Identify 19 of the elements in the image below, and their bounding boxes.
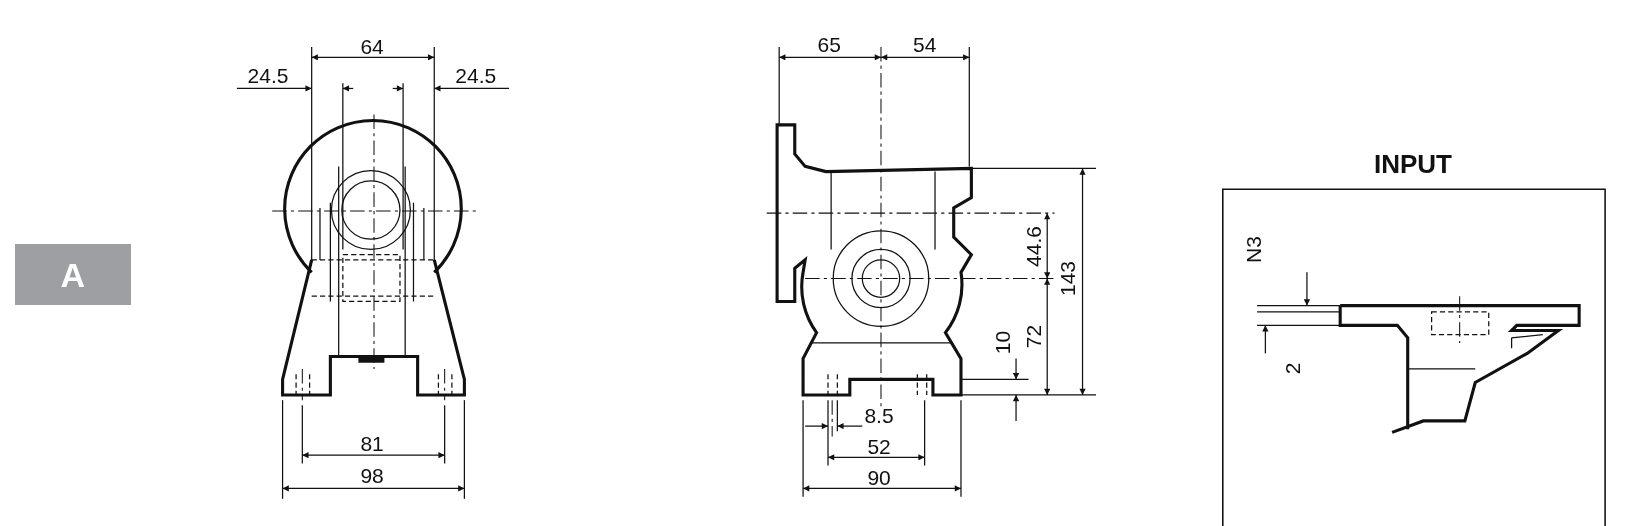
dimension-value: 98: [360, 465, 384, 487]
dimension-value: 10: [992, 331, 1014, 355]
dimension-value: 52: [867, 436, 891, 458]
detail-heading: INPUT: [1373, 151, 1452, 178]
dimension-value: 54: [913, 34, 937, 56]
dimension-value: 64: [360, 36, 384, 58]
dimension-value: 72: [1023, 324, 1045, 349]
dimension-value: 2: [1282, 362, 1304, 375]
dimension-value: 8.5: [864, 405, 894, 427]
dimension-value: 24.5: [247, 65, 289, 87]
dimension-value: 81: [360, 433, 384, 455]
detail-frame: [1222, 188, 1606, 526]
dimension-value: 65: [817, 34, 841, 56]
dimension-value: 44.6: [1023, 225, 1045, 267]
dimension-value: 143: [1057, 260, 1079, 296]
dimension-value: 24.5: [455, 65, 497, 87]
dimension-value: 90: [867, 467, 891, 489]
section-tab: A: [14, 244, 131, 306]
dimension-value: N3: [1243, 235, 1265, 263]
